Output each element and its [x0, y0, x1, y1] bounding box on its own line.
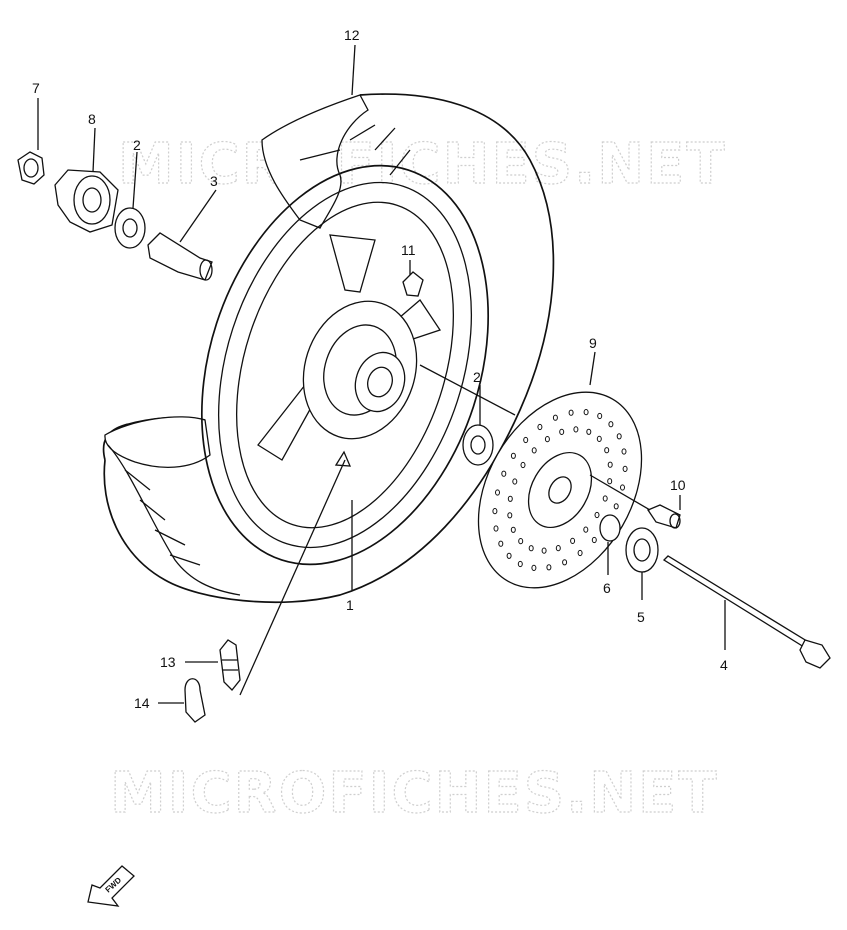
- disc-vent-hole: [562, 559, 568, 566]
- forward-direction-arrow: FWD: [87, 865, 135, 907]
- front-axle-part-4: [662, 555, 831, 669]
- watermark-top: MICROFICHES.NET: [118, 132, 727, 197]
- spacer-part-6: [599, 514, 621, 542]
- disc-vent-hole: [596, 435, 602, 442]
- callout-13: 13: [160, 654, 176, 670]
- callout-10: 10: [670, 477, 686, 493]
- callout-9: 9: [589, 335, 597, 351]
- disc-vent-hole: [517, 560, 523, 568]
- disc-vent-hole: [604, 447, 610, 454]
- disc-vent-hole: [531, 564, 537, 572]
- disc-vent-hole: [622, 465, 628, 472]
- bearing-part-2-right: [462, 424, 494, 466]
- disc-vent-hole: [559, 428, 565, 435]
- disc-vent-hole: [616, 433, 622, 440]
- disc-vent-hole: [594, 511, 600, 519]
- callout-3: 3: [210, 173, 218, 189]
- valve-stem-part-13: [219, 639, 241, 691]
- leader-lines: [37, 44, 726, 704]
- callout-11: 11: [401, 242, 416, 258]
- disc-vent-hole: [531, 447, 537, 454]
- callout-5: 5: [637, 609, 645, 625]
- disc-vent-hole: [568, 409, 574, 416]
- brake-disc-part-9: [477, 391, 643, 589]
- disc-vent-hole: [512, 478, 518, 485]
- disc-vent-hole: [591, 536, 597, 544]
- bearing-part-2-left: [114, 207, 146, 249]
- callouts: 7 8 2 3 12 11 2 9 10 6 5 4 1 13 14: [32, 27, 728, 711]
- disc-vent-hole: [510, 526, 516, 533]
- callout-2-right: 2: [473, 369, 481, 385]
- disc-vent-hole: [620, 484, 625, 491]
- callout-14: 14: [134, 695, 150, 711]
- disc-vent-hole: [541, 547, 547, 554]
- disc-vent-hole: [552, 414, 558, 421]
- disc-vent-hole: [528, 545, 534, 552]
- wheel-and-tire: [102, 93, 555, 604]
- disc-vent-hole: [544, 436, 550, 443]
- disc-vent-hole: [573, 426, 579, 433]
- callout-6: 6: [603, 580, 611, 596]
- disc-vent-hole: [507, 495, 513, 502]
- disc-vent-hole: [495, 489, 500, 496]
- watermark-bottom: MICROFICHES.NET: [110, 761, 719, 826]
- callout-12: 12: [344, 27, 360, 43]
- disc-vent-hole: [518, 538, 524, 545]
- disc-vent-hole: [507, 512, 513, 519]
- disc-bolt-part-10: [647, 504, 681, 529]
- callout-4: 4: [720, 657, 728, 673]
- callout-8: 8: [88, 111, 96, 127]
- spacer-part-3: [147, 232, 213, 281]
- disc-vent-hole: [537, 423, 543, 431]
- disc-vent-hole: [613, 503, 619, 510]
- disc-vent-hole: [621, 448, 627, 455]
- callout-2-left: 2: [133, 137, 141, 153]
- disc-vent-hole: [523, 436, 529, 444]
- disc-vent-hole: [607, 478, 613, 485]
- disc-vent-hole: [608, 421, 614, 428]
- disc-vent-hole: [498, 540, 504, 547]
- disc-vent-hole: [492, 508, 498, 515]
- disc-vent-hole: [493, 525, 499, 532]
- disc-vent-hole: [501, 470, 507, 477]
- callout-7: 7: [32, 80, 40, 96]
- callout-1: 1: [346, 597, 354, 613]
- disc-vent-hole: [510, 452, 516, 459]
- valve-cap-part-14: [184, 678, 206, 723]
- axle-nut-part-7: [17, 151, 45, 185]
- disc-vent-hole: [506, 552, 512, 559]
- disc-vent-hole: [520, 461, 526, 469]
- disc-vent-hole: [570, 537, 576, 545]
- disc-vent-hole: [583, 409, 589, 416]
- disc-vent-hole: [546, 564, 552, 571]
- disc-vent-hole: [602, 495, 608, 502]
- speedometer-gearbox-part-8: [54, 169, 119, 233]
- disc-vent-hole: [555, 545, 561, 552]
- disc-vent-hole: [583, 526, 589, 533]
- disc-vent-hole: [597, 412, 603, 420]
- disc-vent-hole: [577, 549, 583, 557]
- oil-seal-part-5: [625, 527, 659, 573]
- disc-vent-hole: [607, 461, 613, 468]
- disc-vent-hole: [586, 428, 592, 435]
